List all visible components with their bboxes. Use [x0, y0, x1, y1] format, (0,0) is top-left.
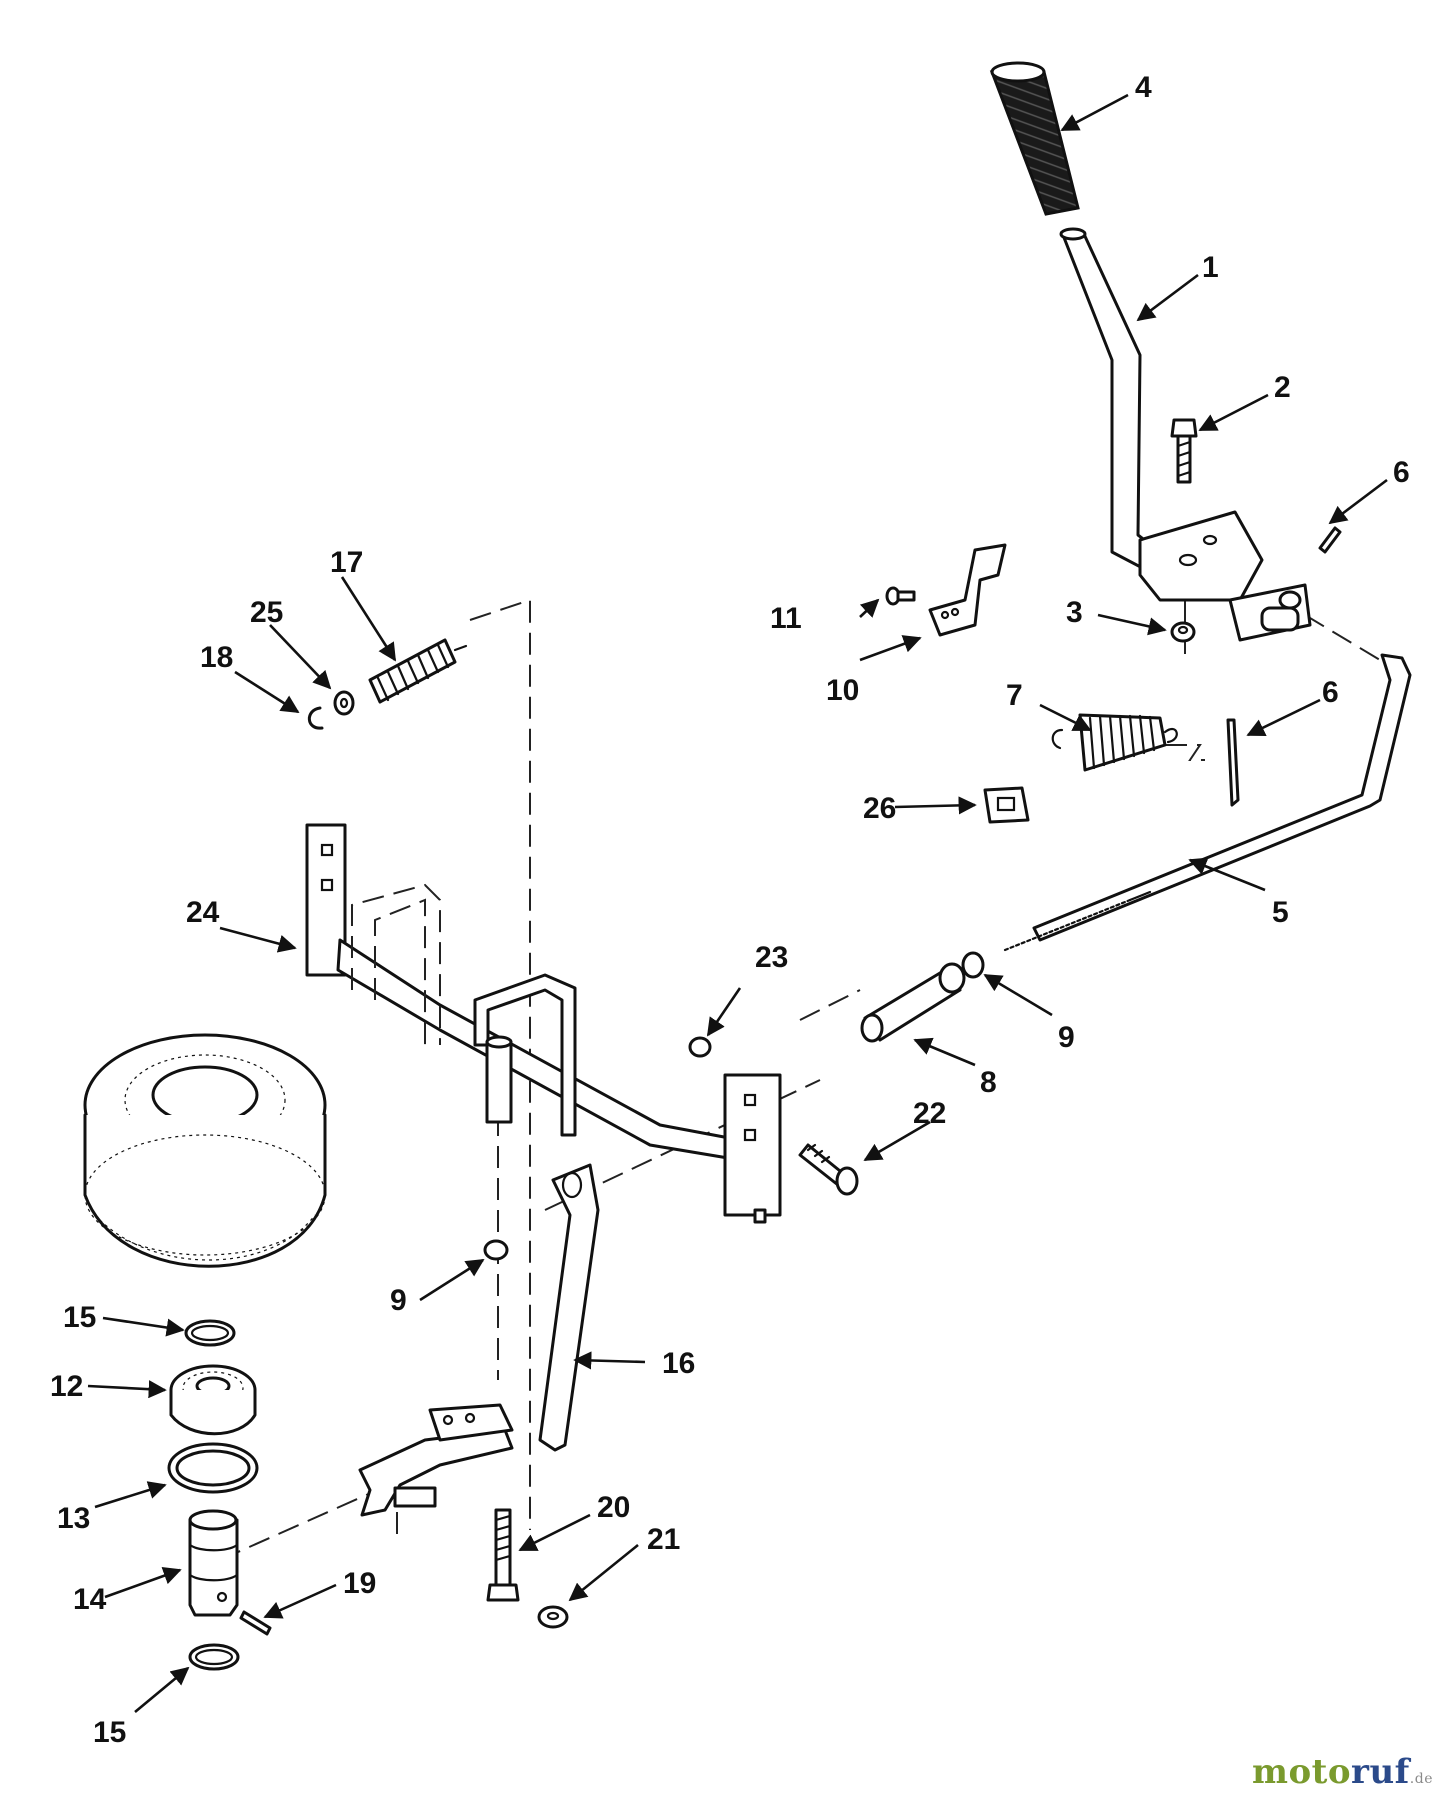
- callout-1: 1: [1202, 251, 1219, 284]
- u-bolt-dashed: [351, 883, 441, 1050]
- alignment-lines: [219, 598, 1381, 1561]
- bolt-part-2: [1170, 418, 1198, 484]
- callout-20: 20: [597, 1491, 630, 1524]
- callout-6: 6: [1393, 456, 1410, 489]
- cotter-pin-part-6-lower: [1226, 718, 1240, 807]
- callout-3: 3: [1066, 596, 1083, 629]
- nut-part-23: [688, 1036, 712, 1058]
- callout-18: 18: [200, 641, 233, 674]
- callout-13: 13: [57, 1502, 90, 1535]
- clip-part-26: [983, 786, 1030, 824]
- pin-part-19: [239, 1610, 272, 1636]
- callout-26: 26: [863, 792, 896, 825]
- callout-5: 5: [1272, 896, 1289, 929]
- retaining-ring-part-15-upper: [184, 1319, 236, 1347]
- callout-labels: 4 1 2 6 3 11 10 7 6 26 5 9 8 23 22 24 17…: [50, 71, 1410, 1749]
- eclip-part-18: [307, 706, 324, 730]
- callout-12: 12: [50, 1370, 83, 1403]
- callout-21: 21: [647, 1523, 680, 1556]
- callout-24: 24: [186, 896, 220, 929]
- callout-15: 15: [63, 1301, 96, 1334]
- callout-16: 16: [662, 1347, 695, 1380]
- site-watermark: motoruf.de: [1252, 1752, 1433, 1792]
- callout-25: 25: [250, 596, 283, 629]
- watermark-part-b: ruf: [1351, 1752, 1410, 1792]
- callout-23: 23: [755, 941, 788, 974]
- nut-part-9-lower: [483, 1239, 509, 1261]
- callout-7: 7: [1006, 679, 1023, 712]
- screw-part-11: [885, 586, 916, 606]
- washer-part-25: [333, 690, 355, 716]
- spacer-part-8: [860, 962, 966, 1043]
- watermark-part-a: moto: [1251, 1752, 1352, 1792]
- nut-part-9-upper: [961, 951, 985, 979]
- lever-bracket: [1138, 510, 1312, 642]
- shaft-part-14: [188, 1509, 239, 1617]
- spring-part-17: [368, 638, 468, 704]
- bolt-part-22: [798, 1143, 859, 1196]
- idler-arm-part-16: [358, 1163, 600, 1517]
- callout-8: 8: [980, 1066, 997, 1099]
- callout-10: 10: [826, 674, 859, 707]
- grip-part-4: [989, 61, 1080, 216]
- idler-pulley: [83, 1033, 327, 1268]
- retaining-ring-part-15-lower: [188, 1643, 240, 1671]
- nut-part-3: [1170, 621, 1196, 643]
- callout-19: 19: [343, 1567, 376, 1600]
- snap-ring-part-13: [167, 1442, 259, 1494]
- lever-part-1: [1059, 227, 1166, 574]
- callout-11: 11: [770, 602, 802, 635]
- callout-leaders: [87, 93, 1388, 1714]
- cotter-pin-part-6-upper: [1318, 526, 1342, 554]
- bracket-part-24: [305, 823, 782, 1224]
- callout-9: 9: [1058, 1021, 1075, 1054]
- u-bolt-solid: [473, 973, 577, 1137]
- callout-6: 6: [1322, 676, 1339, 709]
- bearing-part-12: [169, 1364, 257, 1436]
- callout-2: 2: [1274, 371, 1291, 404]
- callout-9: 9: [390, 1284, 407, 1317]
- callout-17: 17: [330, 546, 363, 579]
- spring-part-7: [1051, 713, 1178, 772]
- bracket-part-10: [928, 543, 1007, 637]
- callout-22: 22: [913, 1097, 946, 1130]
- watermark-part-c: .de: [1409, 1771, 1433, 1787]
- axle-post: [485, 1035, 513, 1124]
- bolt-part-20: [486, 1508, 520, 1602]
- callout-15: 15: [93, 1716, 126, 1749]
- callout-4: 4: [1135, 71, 1152, 104]
- lockwasher-part-21: [537, 1605, 569, 1629]
- rod-part-5: [1003, 653, 1412, 952]
- callout-14: 14: [73, 1583, 107, 1616]
